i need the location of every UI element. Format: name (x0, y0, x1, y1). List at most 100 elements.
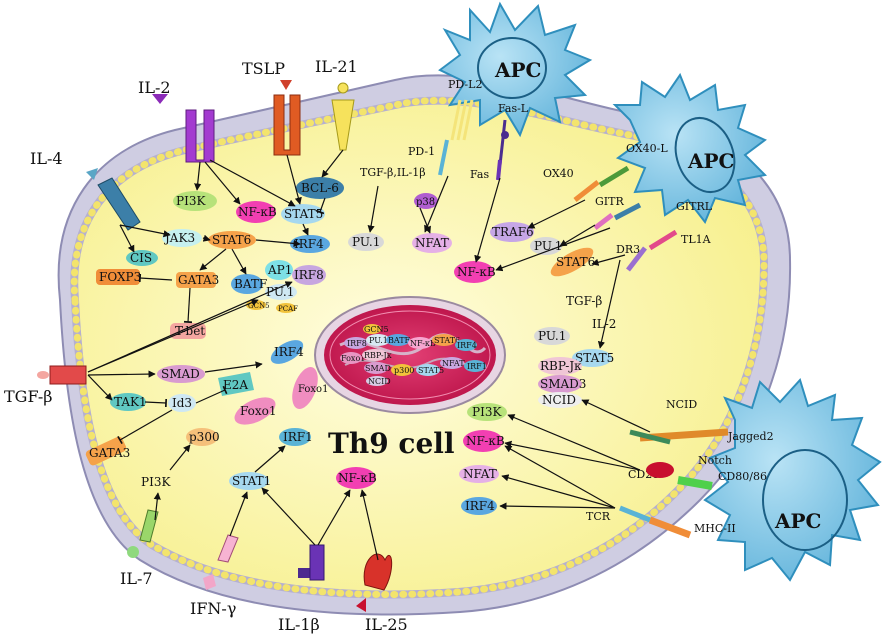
cd8086-label: CD80/86 (718, 470, 767, 483)
gata3-low: GATA3 (89, 446, 130, 460)
molecules: PI3K NF-κB JAK3 STAT6 STAT5 BCL-6 TGF-β,… (85, 166, 616, 515)
p38: p38 (416, 197, 435, 208)
cell-title: Th9 cell (328, 427, 455, 460)
nuc-irf4: IRF4 (457, 341, 477, 350)
tl1a-label: TL1A (681, 233, 712, 246)
fas-label: Fas (470, 168, 489, 181)
gata3: GATA3 (178, 273, 219, 287)
apc-bottom-label: APC (774, 509, 821, 533)
cis: CIS (130, 251, 152, 265)
nuc-batf: BATF (388, 336, 411, 345)
bcl6: BCL-6 (301, 181, 339, 195)
tgfb-receptor: TGF-β (4, 365, 87, 406)
ox40-label: OX40 (543, 167, 574, 180)
tak1: TAK1 (114, 395, 147, 409)
nfat-right: NFAT (463, 467, 497, 481)
il2-small: IL-2 (592, 317, 616, 331)
nuc-rbpjk: RBP-Jκ (364, 351, 392, 360)
pd1-label: PD-1 (408, 145, 435, 158)
il25-label: IL-25 (365, 615, 408, 634)
apc-right-top: APC (612, 72, 768, 224)
pdl2-label: PD-L2 (448, 78, 482, 91)
il4-label: IL-4 (30, 149, 63, 168)
pu1-r2: PU.1 (538, 329, 566, 343)
ifng-label: IFN-γ (190, 599, 236, 618)
il2-receptor: IL-2 (138, 78, 215, 163)
jagged2-label: Jagged2 (727, 430, 774, 443)
il2-label: IL-2 (138, 78, 171, 97)
stat6-right: STAT6 (556, 255, 595, 269)
nuc-irf1: IRF1 (467, 362, 487, 371)
ifng-receptor: IFN-γ (190, 534, 239, 618)
apc-right-top-label: APC (687, 149, 734, 173)
il21-receptor: IL-21 (315, 57, 358, 151)
gcn5: GCN5 (248, 302, 270, 310)
membrane-beads (70, 97, 768, 598)
notch-label: Notch (698, 454, 732, 467)
irf4-mid: IRF4 (274, 345, 304, 359)
tslp-label: TSLP (242, 59, 285, 78)
pi3k-top: PI3K (176, 194, 206, 208)
gitr-label: GITR (595, 195, 624, 208)
tcr-label: TCR (586, 510, 611, 523)
irf8: IRF8 (294, 268, 324, 282)
pu1-left: PU.1 (266, 285, 294, 299)
nuc-gcn5: GCN5 (364, 325, 389, 334)
il25-receptor: IL-25 (356, 553, 408, 634)
pu1-right: PU.1 (534, 239, 562, 253)
nfkb-low: NF-κB (338, 471, 377, 485)
nuc-stat6: STAT6 (434, 336, 460, 345)
jak3: JAK3 (163, 231, 195, 245)
tgfb-il1b: TGF-β,IL-1β (360, 166, 426, 179)
nuc-stat5: STAT5 (418, 366, 444, 375)
nuc-irf8: IRF8 (347, 339, 367, 348)
tbet: T-bet (175, 324, 205, 338)
fasl-label: Fas-L (498, 102, 529, 115)
irf1: IRF1 (283, 430, 313, 444)
il7-receptor: IL-7 (120, 509, 159, 588)
nfkb-top: NF-κB (238, 205, 277, 219)
dr3-label: DR3 (616, 243, 640, 256)
il7-label: IL-7 (120, 569, 153, 588)
irf4-top: IRF4 (294, 237, 324, 251)
mhc-label: MHC-II (694, 522, 736, 535)
surface-receptors: PD-L2 Fas-L PD-1 Fas OX40-L OX40 GITRL G… (408, 78, 774, 539)
foxp3: FOXP3 (99, 270, 141, 284)
nuc-pu1: PU.1 (369, 336, 388, 345)
stat6-left: STAT6 (212, 233, 251, 247)
nfkb-r3: NF-κB (466, 434, 505, 448)
foxo1-b: Foxo1 (240, 404, 277, 418)
il1b-receptor: IL-1β (278, 544, 325, 634)
traf6: TRAF6 (492, 225, 534, 239)
gitrl-label: GITRL (676, 200, 713, 213)
nfkb-right: NF-κB (457, 265, 496, 279)
tslp-receptor: TSLP (242, 59, 301, 156)
nucleus-factors: IRF8 PU.1 BATF NF-κB STAT6 IRF4 GCN5 Fox… (340, 324, 487, 386)
rbpjk: RBP-Jκ (540, 359, 582, 373)
ox40l-label: OX40-L (626, 142, 668, 155)
nuc-nfkb: NF-κB (410, 339, 436, 348)
pu1-center: PU.1 (352, 235, 380, 249)
e2a: E2A (223, 378, 248, 392)
nuc-nfat: NFAT (442, 359, 465, 368)
p300: p300 (189, 430, 220, 444)
stat5: STAT5 (284, 207, 323, 221)
apc-top: APC (438, 1, 593, 138)
nuc-p300: p300 (394, 366, 414, 375)
il4-receptor: IL-4 (30, 149, 141, 231)
tgfb-small: TGF-β (566, 294, 602, 308)
nuc-ncid: NCID (368, 377, 391, 386)
il1b-label: IL-1β (278, 615, 320, 634)
il21-label: IL-21 (315, 57, 358, 76)
ncid-ext-label: NCID (666, 398, 697, 411)
foxo1-a: Foxo1 (298, 384, 328, 395)
ncid: NCID (542, 393, 576, 407)
nfat-center: NFAT (415, 236, 449, 250)
smad3: SMAD3 (540, 377, 586, 391)
stat1: STAT1 (232, 474, 271, 488)
batf: BATF (234, 277, 267, 291)
pi3k-right: PI3K (472, 405, 502, 419)
ap1: AP1 (267, 263, 292, 277)
